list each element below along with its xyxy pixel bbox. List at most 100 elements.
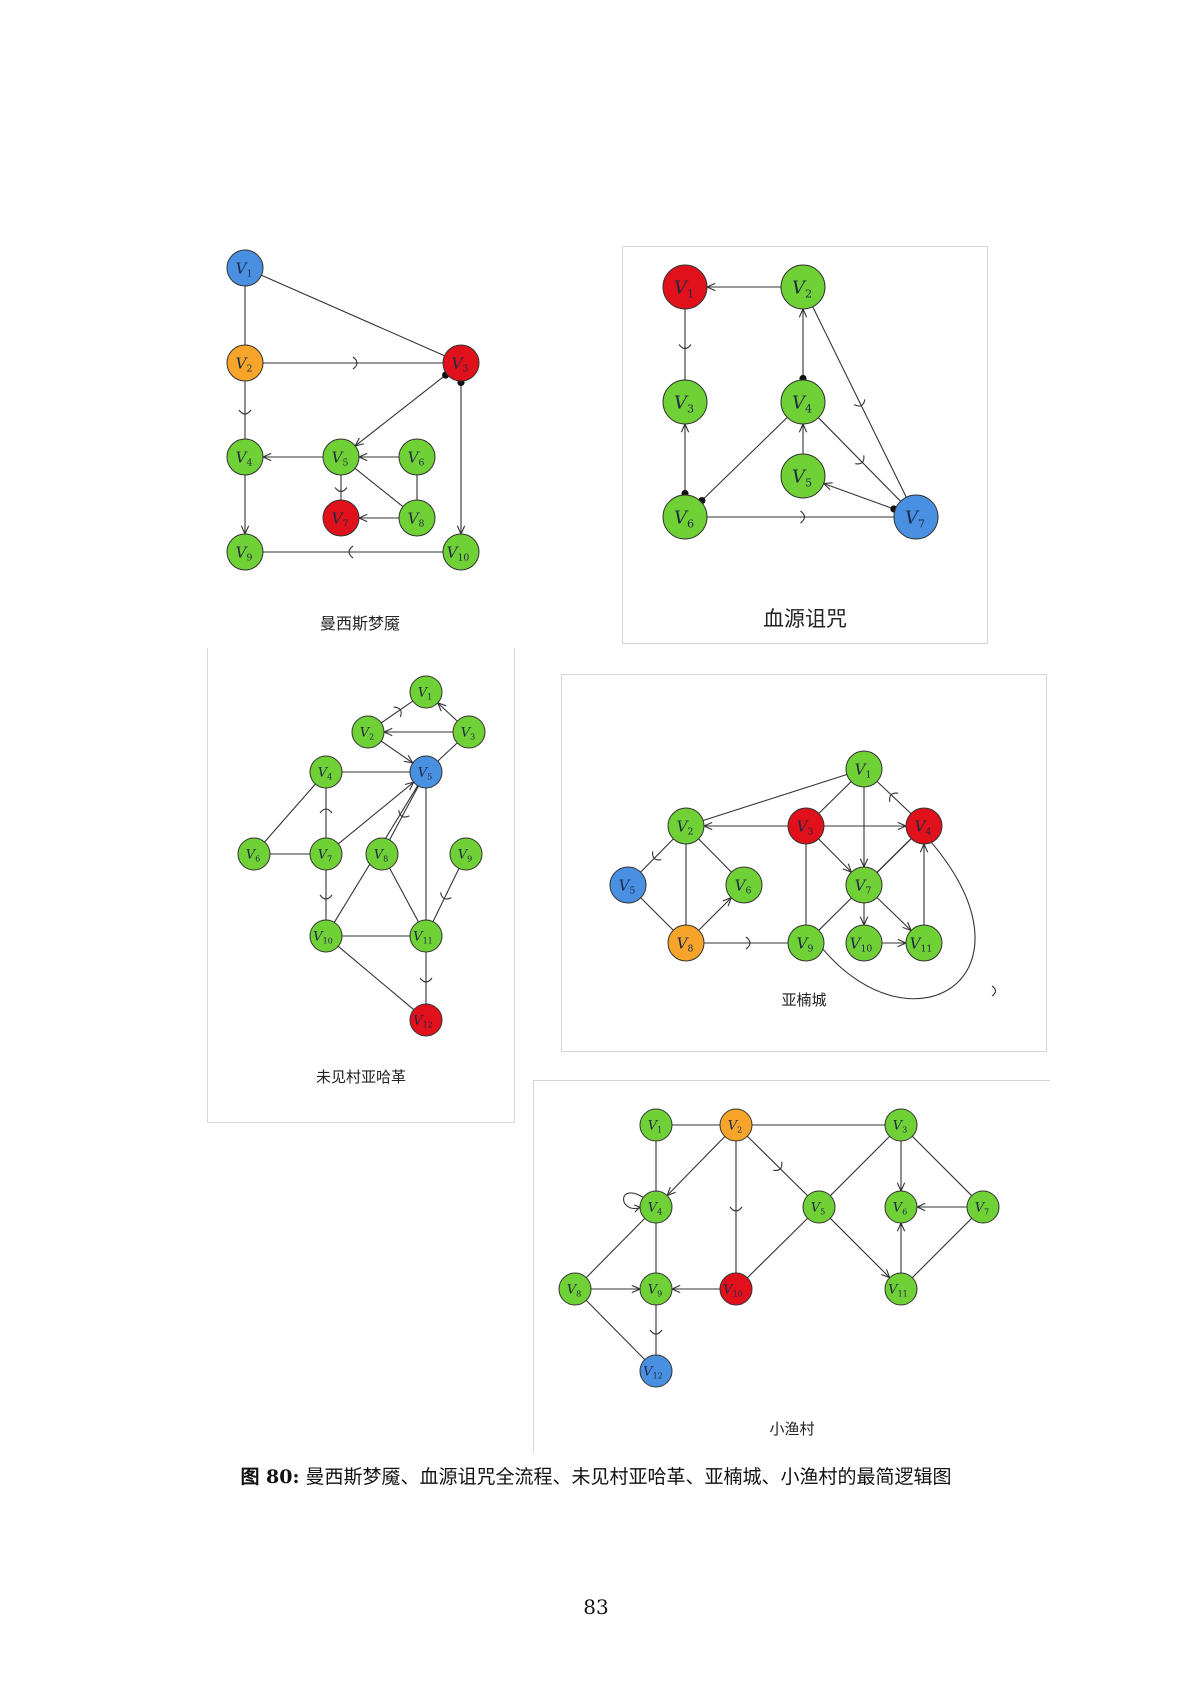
svg-text:V3: V3 — [674, 392, 694, 415]
diagram-title-mensis: 曼西斯梦魇 — [319, 614, 400, 633]
svg-text:V1: V1 — [855, 760, 872, 780]
svg-text:V5: V5 — [792, 466, 812, 489]
edge-v8-v12 — [585, 1299, 646, 1361]
svg-text:V10: V10 — [313, 930, 333, 946]
edge-v5-v8 — [640, 897, 674, 931]
edge-v11-v9 — [432, 868, 460, 922]
svg-text:V4: V4 — [318, 766, 333, 782]
edge-v7-v5 — [334, 475, 348, 500]
edge-v4-v9 — [814, 841, 997, 1000]
edge-v8-v11 — [389, 867, 419, 923]
edge-v9-v10 — [263, 545, 443, 559]
edge-v6-v5 — [357, 452, 399, 462]
edge-v2-v4 — [666, 1136, 726, 1197]
edges — [678, 282, 907, 524]
edge-v8-v5 — [389, 785, 419, 841]
edge-v3-v5 — [354, 371, 450, 447]
svg-text:V2: V2 — [360, 726, 375, 742]
node-v8: V8 — [398, 499, 436, 537]
node-v6: V6 — [725, 866, 763, 904]
edge-v3-v7 — [818, 838, 853, 874]
edge-v1-v3 — [261, 274, 445, 357]
edge-v2-v5 — [380, 740, 414, 764]
edge-v4-v7 — [319, 788, 333, 838]
edge-v8-v7 — [357, 513, 399, 523]
node-v7: V7 — [309, 837, 343, 871]
svg-text:V5: V5 — [418, 766, 433, 782]
edge-v4-v2 — [238, 381, 252, 439]
svg-text:V2: V2 — [728, 1119, 743, 1135]
node-v3: V3 — [787, 807, 825, 845]
edges — [264, 700, 460, 1011]
figure-caption-text: 曼西斯梦魇、血源诅咒全流程、未见村亚哈革、亚楠城、小渔村的最简逻辑图 — [299, 1466, 952, 1488]
figure-caption: 图 80: 曼西斯梦魇、血源诅咒全流程、未见村亚哈革、亚楠城、小渔村的最简逻辑图 — [0, 1462, 1192, 1489]
svg-text:V2: V2 — [236, 354, 253, 374]
node-v6: V6 — [884, 1190, 918, 1224]
diagram-title-bloodborne: 血源诅咒 — [763, 607, 847, 631]
node-v8: V8 — [667, 924, 705, 962]
svg-text:V3: V3 — [797, 817, 814, 837]
svg-text:V5: V5 — [332, 448, 349, 468]
edge-v5-v11 — [829, 1217, 891, 1279]
edge-v7-v6 — [915, 1202, 967, 1212]
svg-text:V12: V12 — [413, 1014, 433, 1030]
edge-v3-v6 — [896, 1141, 906, 1193]
svg-text:V4: V4 — [915, 817, 932, 837]
edge-v12-v9 — [649, 1305, 663, 1355]
edge-v1-v4 — [876, 780, 912, 815]
svg-text:V9: V9 — [236, 543, 253, 563]
edge-v8-v9 — [591, 1284, 642, 1294]
node-v2: V2 — [719, 1108, 753, 1142]
edge-v3-v10 — [456, 378, 466, 536]
svg-text:V9: V9 — [648, 1283, 663, 1299]
edge-v11-v4 — [919, 842, 929, 925]
node-v3: V3 — [442, 344, 480, 382]
node-v4: V4 — [905, 807, 943, 845]
node-v4: V4 — [780, 379, 826, 425]
svg-text:V8: V8 — [677, 934, 694, 954]
node-v9: V9 — [639, 1272, 673, 1306]
svg-text:V2: V2 — [677, 817, 694, 837]
node-v2: V2 — [226, 344, 264, 382]
edge-v10-v2 — [729, 1141, 743, 1273]
node-v2: V2 — [780, 264, 826, 310]
svg-text:V4: V4 — [236, 448, 253, 468]
svg-text:V1: V1 — [236, 259, 253, 279]
node-v4: V4 — [226, 438, 264, 476]
svg-text:V11: V11 — [888, 1283, 908, 1299]
figure-caption-prefix: 图 80: — [240, 1466, 300, 1488]
node-v9: V9 — [787, 924, 825, 962]
edge-v7-v11 — [876, 897, 913, 932]
svg-text:V6: V6 — [735, 876, 752, 896]
edge-v5-v4 — [798, 422, 808, 454]
node-v6: V6 — [662, 494, 708, 540]
edge-v7-v5 — [338, 781, 415, 845]
node-v7: V7 — [893, 494, 939, 540]
node-v6: V6 — [398, 438, 436, 476]
svg-text:V12: V12 — [643, 1365, 663, 1381]
svg-text:V4: V4 — [792, 392, 812, 415]
svg-text:V4: V4 — [648, 1201, 663, 1217]
node-v11: V11 — [409, 919, 443, 953]
edge-v11-v6 — [896, 1221, 906, 1273]
node-v4: V4 — [309, 755, 343, 789]
node-v11: V11 — [905, 924, 943, 962]
edge-v9-v8 — [704, 936, 788, 950]
svg-text:V1: V1 — [648, 1119, 663, 1135]
svg-text:V6: V6 — [246, 848, 261, 864]
edge-v7-v10 — [859, 903, 869, 927]
node-v5: V5 — [409, 755, 443, 789]
diagram-title-yahargul: 未见村亚哈革 — [315, 1068, 406, 1086]
node-v5: V5 — [802, 1190, 836, 1224]
svg-text:V3: V3 — [461, 726, 476, 742]
edge-v10-v9 — [670, 1284, 720, 1294]
svg-text:V7: V7 — [332, 509, 349, 529]
node-v7: V7 — [322, 499, 360, 537]
